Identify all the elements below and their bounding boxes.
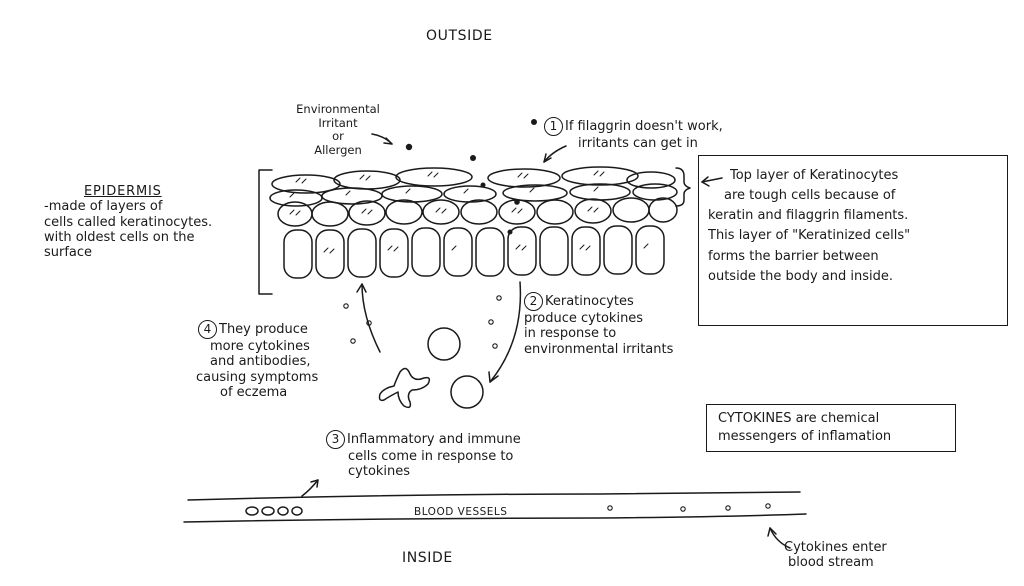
step-1-number: 1 [544,117,563,136]
step-3-number: 3 [326,430,345,449]
basal-cell-layer [284,226,664,278]
cytokines-note: CYTOKINES are chemical messengers of inf… [718,410,891,446]
dendritic-cell [380,368,430,407]
cytokine-down-arrow [490,282,520,382]
step-4-number: 4 [198,320,217,339]
top-layer-brace [676,168,690,206]
blood-vessel-wall [188,492,800,500]
immune-cell [451,376,483,408]
cytokines-enter-label: Cytokines enter blood stream [784,540,887,571]
epidermis-title: EPIDERMIS [84,184,212,199]
step-2-number: 2 [524,292,543,311]
cytokine-up-arrow [362,284,380,352]
outside-label: OUTSIDE [426,28,493,45]
inside-label: INSIDE [402,550,453,567]
top-layer-note: Top layer of Keratinocytes are tough cel… [708,166,910,287]
blood-vessels-label: BLOOD VESSELS [414,506,507,518]
irritant-label: Environmental Irritant or Allergen [284,103,392,157]
epidermis-label: EPIDERMIS -made of layers of cells calle… [44,184,212,261]
immune-cell [428,328,460,360]
epidermis-bracket [259,170,272,294]
cells-arrow [302,480,318,496]
